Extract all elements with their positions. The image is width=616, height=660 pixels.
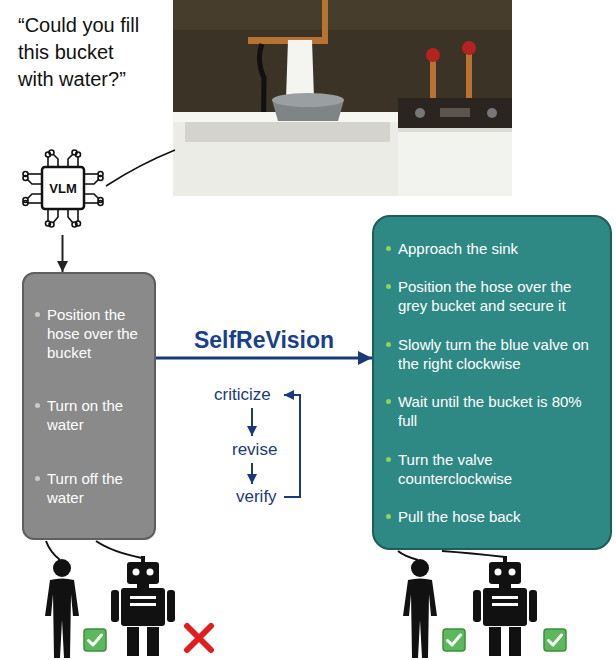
- loop-step: verify: [236, 487, 277, 507]
- list-item: Approach the sink: [386, 239, 598, 258]
- bullet: [386, 342, 391, 347]
- plan-box: Position the hose over the bucketTurn on…: [22, 272, 156, 540]
- vlm-chip: VLM: [15, 145, 110, 235]
- check-mark: [443, 629, 465, 651]
- user-prompt: “Could you fill this bucket with water?”: [18, 12, 144, 93]
- list-item: Position the hose over the bucket: [35, 305, 145, 362]
- loop-step: criticize: [214, 385, 271, 405]
- loop-arrow: [251, 408, 253, 436]
- step-text: Position the hose over the grey bucket a…: [398, 277, 598, 315]
- bullet: [386, 399, 391, 404]
- bullet: [386, 284, 391, 289]
- step-text: Pull the hose back: [398, 507, 521, 526]
- revised-plan-box: Approach the sinkPosition the hose over …: [372, 215, 612, 550]
- bullet: [386, 246, 391, 251]
- step-text: Slowly turn the blue valve on the right …: [398, 335, 598, 373]
- robot-figure: [111, 556, 175, 656]
- bullet: [386, 514, 391, 519]
- chip-label: VLM: [42, 167, 84, 209]
- bullet: [35, 403, 40, 408]
- list-item: Wait until the bucket is 80% full: [386, 392, 598, 430]
- robot-figure: [473, 556, 537, 656]
- check-mark: [544, 629, 566, 651]
- loop-arrow: [251, 463, 253, 484]
- bullet: [386, 457, 391, 462]
- step-text: Approach the sink: [398, 239, 518, 258]
- connector-arrow: [156, 357, 372, 360]
- photo: [173, 0, 512, 196]
- step-text: Turn the valve counterclockwise: [398, 450, 598, 488]
- method-name: SelfReVision: [194, 326, 334, 354]
- step-text: Turn off the water: [47, 469, 145, 507]
- speech-line: [106, 150, 175, 186]
- loop-return: [284, 395, 300, 497]
- step-text: Position the hose over the bucket: [47, 305, 145, 362]
- list-item: Position the hose over the grey bucket a…: [386, 277, 598, 315]
- bullet: [35, 312, 40, 317]
- bullet: [35, 476, 40, 481]
- step-text: Turn on the water: [47, 396, 145, 434]
- list-item: Turn on the water: [35, 396, 145, 434]
- cross-mark: [187, 626, 211, 650]
- human-figure: [45, 559, 79, 658]
- list-item: Slowly turn the blue valve on the right …: [386, 335, 598, 373]
- step-text: Wait until the bucket is 80% full: [398, 392, 598, 430]
- list-item: Pull the hose back: [386, 507, 598, 526]
- check-mark: [84, 629, 106, 651]
- list-item: Turn off the water: [35, 469, 145, 507]
- list-item: Turn the valve counterclockwise: [386, 450, 598, 488]
- human-figure: [403, 559, 437, 658]
- connector-arrow: [62, 235, 64, 272]
- loop-step: revise: [232, 440, 277, 460]
